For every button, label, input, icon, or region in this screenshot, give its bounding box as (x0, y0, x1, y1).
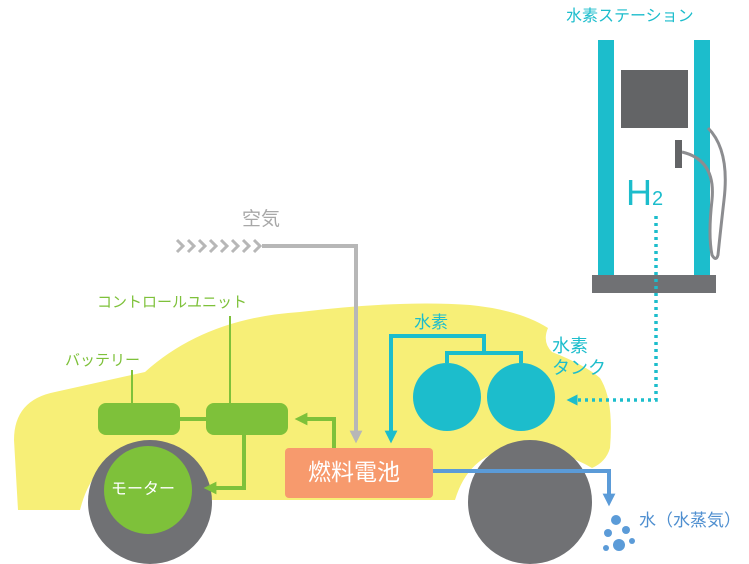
hydrogen-tank-right (487, 363, 555, 431)
hydrogen-supply-line (384, 334, 486, 444)
fuel-hose-icon (681, 126, 727, 260)
air-flow-line (262, 244, 363, 444)
station-title: 水素ステーション (566, 6, 694, 25)
station-pillar-left (598, 40, 614, 280)
hydrogen-tank-label: 水素 タンク (552, 336, 606, 380)
fuel-cell-label: 燃料電池 (308, 460, 400, 486)
h2-subscript: 2 (652, 188, 664, 210)
air-label: 空気 (242, 208, 281, 230)
hydrogen-tank-left (413, 363, 481, 431)
tank-label-line2: タンク (552, 358, 606, 379)
battery-label: バッテリー (65, 351, 141, 369)
hydrogen-label: 水素 (414, 313, 448, 333)
control-unit-label: コントロールユニット (97, 293, 248, 311)
rear-wheel (468, 440, 592, 564)
hydrogen-station (592, 40, 727, 293)
station-display-panel (621, 70, 688, 128)
water-droplets-icon (603, 515, 635, 551)
power-to-control-line (294, 412, 336, 448)
h2-main-text: H (626, 172, 652, 213)
control-unit-box (206, 403, 288, 435)
control-to-motor-line (203, 435, 246, 495)
station-pillar-right (694, 40, 710, 280)
refuel-dotted-line (566, 216, 658, 406)
air-chevrons (175, 238, 263, 254)
tank-label-line1: 水素 (552, 336, 588, 357)
water-label: 水（水蒸気） (639, 511, 741, 531)
fuel-cell-box (285, 448, 433, 498)
h2-symbol: H2 (626, 173, 663, 213)
fuel-nozzle-icon (675, 140, 682, 168)
car-body (14, 303, 611, 510)
motor-circle (104, 446, 192, 534)
station-base (592, 275, 716, 293)
water-exhaust-line (433, 469, 616, 507)
motor-label: モーター (111, 479, 176, 498)
battery-box (98, 403, 180, 435)
